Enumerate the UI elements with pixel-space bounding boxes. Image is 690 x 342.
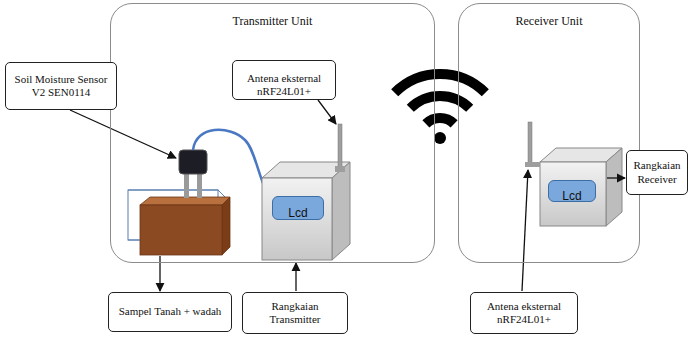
callout-box: Soil Moisture Sensor V2 SEN0114: [5, 62, 117, 110]
callout-text: Antena eksternal nRF24L01+: [237, 72, 331, 98]
callout-text: Soil Moisture Sensor V2 SEN0114: [10, 73, 112, 99]
sensor-cable: [193, 130, 266, 190]
callout-text: Rangkaian Receiver: [631, 159, 683, 185]
unit-title: Transmitter Unit: [111, 14, 434, 29]
soil-moisture-sensor: [179, 150, 207, 198]
transmitter-box: [262, 124, 350, 260]
lcd-label: Lcd: [562, 189, 581, 203]
lcd-display: Lcd: [272, 196, 324, 220]
lcd-label: Lcd: [288, 206, 307, 220]
wifi-symbol: [395, 74, 486, 144]
callout-box: Rangkaian Receiver: [626, 150, 688, 195]
receiver-unit: Receiver UnitLcd: [458, 3, 640, 263]
callout-text: Rangkaian Transmitter: [247, 300, 343, 326]
soil-sample: [128, 190, 230, 255]
receiver-box: [525, 122, 622, 226]
transmitter-unit: Transmitter UnitAntena eksternal nRF24L0…: [110, 3, 435, 263]
lcd-display: Lcd: [548, 180, 596, 202]
callout-text: Antena eksternal nRF24L01+: [475, 300, 573, 326]
callout-box: Rangkaian Transmitter: [242, 292, 348, 334]
callout-box: Antena eksternal nRF24L01+: [470, 292, 578, 334]
callout-box: Sampel Tanah + wadah: [108, 292, 232, 332]
unit-title: Receiver Unit: [459, 14, 639, 29]
callout-box: Antena eksternal nRF24L01+: [232, 60, 336, 100]
callout-text: Sampel Tanah + wadah: [119, 305, 222, 318]
